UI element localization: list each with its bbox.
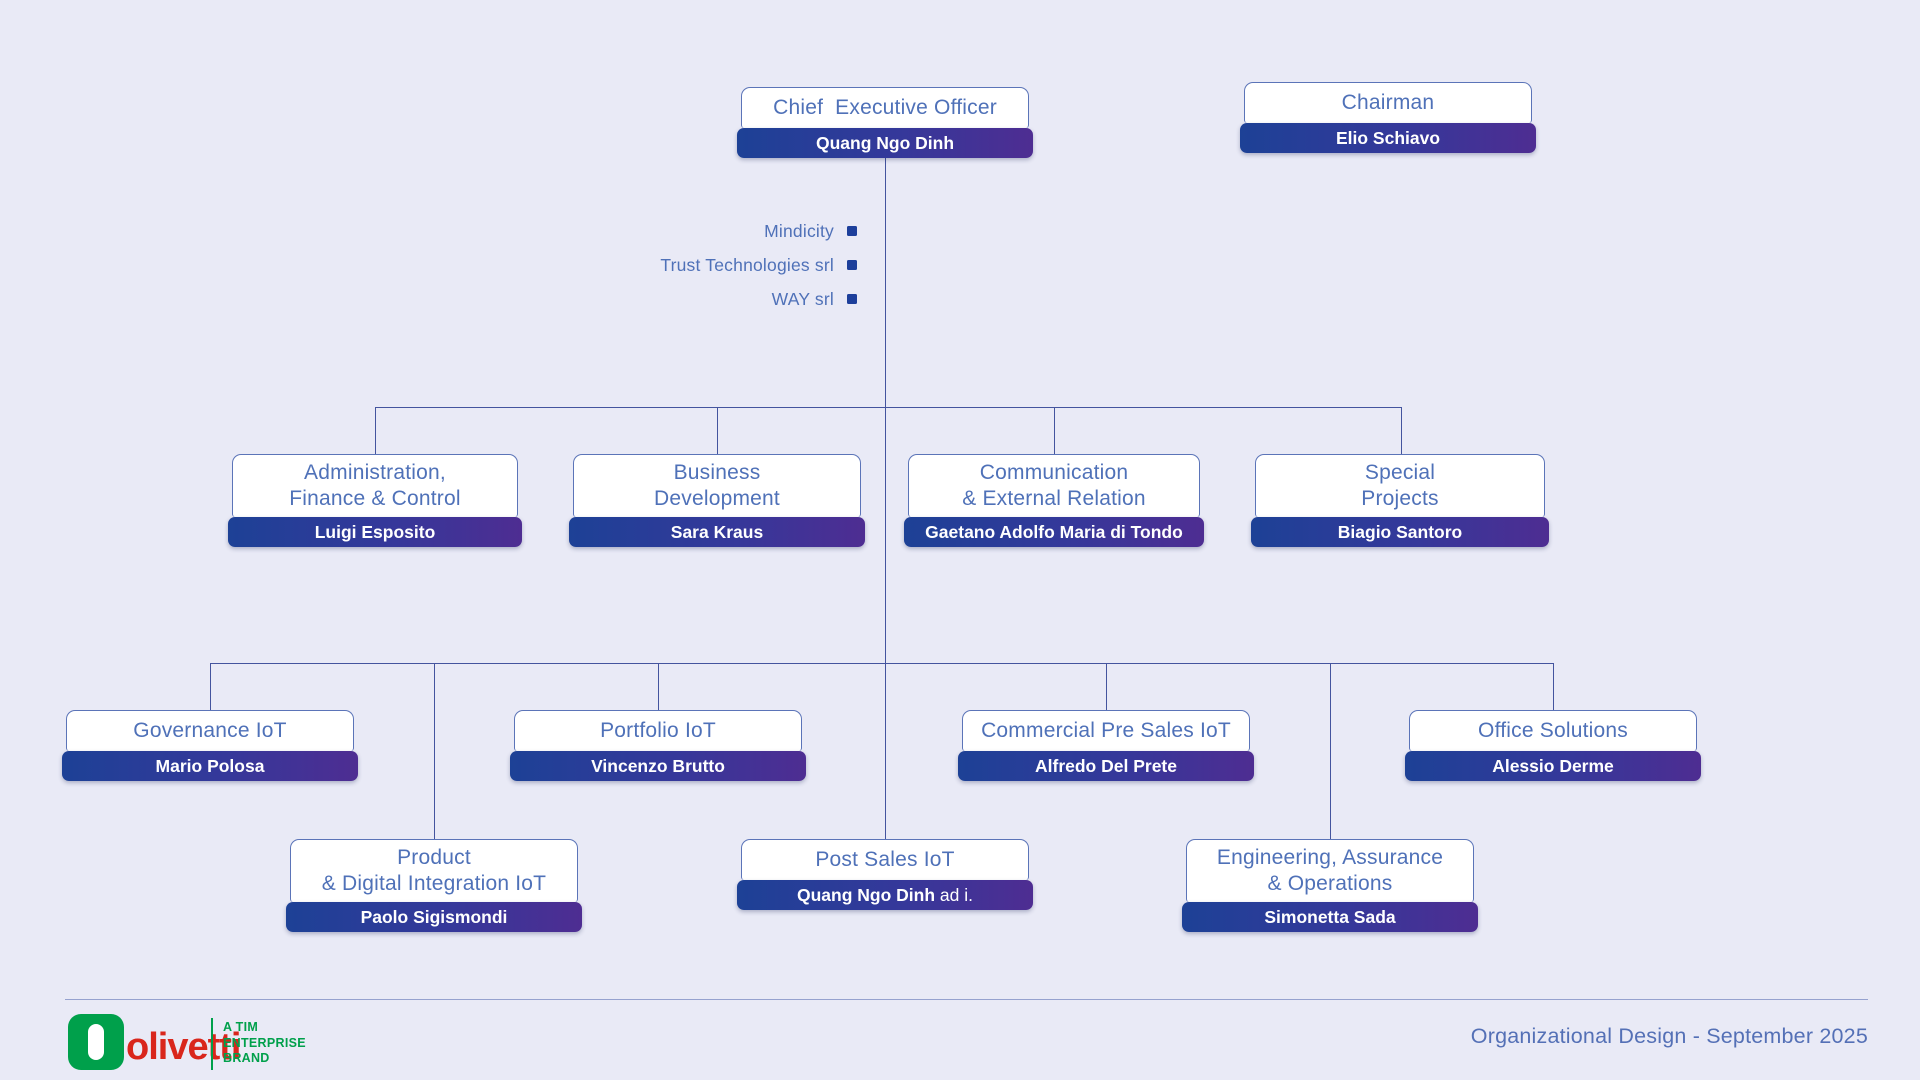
org-node-title: Engineering, Assurance & Operations (1186, 839, 1474, 902)
org-node-name: Quang Ngo Dinh (737, 128, 1033, 158)
org-node-title: Business Development (573, 454, 861, 517)
org-node-ceo: Chief Executive Officer Quang Ngo Dinh (737, 87, 1033, 158)
org-node-admin-finance-control: Administration, Finance & Control Luigi … (228, 454, 522, 547)
org-node-title: Commercial Pre Sales IoT (962, 710, 1250, 751)
olivetti-logotype: olivetti (126, 1026, 241, 1068)
org-node-title: Communication & External Relation (908, 454, 1200, 517)
brand-tagline: A TIM ENTERPRISE BRAND (223, 1020, 306, 1065)
org-node-governance-iot: Governance IoT Mario Polosa (62, 710, 358, 781)
connector-drop-admin (375, 407, 376, 454)
subsidiaries-list: Mindicity Trust Technologies srl WAY srl (437, 214, 857, 316)
org-node-name: Biagio Santoro (1251, 517, 1549, 547)
org-node-title: Chairman (1244, 82, 1532, 123)
org-node-name: Luigi Esposito (228, 517, 522, 547)
org-node-title: Governance IoT (66, 710, 354, 751)
org-node-portfolio-iot: Portfolio IoT Vincenzo Brutto (510, 710, 806, 781)
org-node-communication-external-relation: Communication & External Relation Gaetan… (904, 454, 1204, 547)
subsidiary-label: Trust Technologies srl (660, 254, 834, 275)
org-node-name: Alfredo Del Prete (958, 751, 1254, 781)
org-node-name-text: Quang Ngo Dinh (797, 884, 936, 905)
connector-drop-product (434, 663, 435, 839)
connector-ceo-trunk (885, 158, 886, 839)
org-node-commercial-pre-sales-iot: Commercial Pre Sales IoT Alfredo Del Pre… (958, 710, 1254, 781)
footer-note: Organizational Design - September 2025 (1470, 1024, 1868, 1048)
org-node-name: Sara Kraus (569, 517, 865, 547)
org-node-name-suffix: ad i. (935, 884, 973, 905)
org-node-name: Gaetano Adolfo Maria di Tondo (904, 517, 1204, 547)
org-node-title: Special Projects (1255, 454, 1545, 517)
org-node-name: Simonetta Sada (1182, 902, 1478, 932)
org-node-chairman: Chairman Elio Schiavo (1240, 82, 1536, 153)
connector-drop-office (1553, 663, 1554, 710)
connector-row3-horizontal (210, 663, 1553, 664)
connector-drop-bizdev (717, 407, 718, 454)
org-node-business-development: Business Development Sara Kraus (569, 454, 865, 547)
org-node-name: Quang Ngo Dinh ad i. (737, 880, 1033, 910)
org-node-name: Alessio Derme (1405, 751, 1701, 781)
bullet-square-icon (847, 294, 857, 304)
org-node-title: Post Sales IoT (741, 839, 1029, 880)
org-node-title: Product & Digital Integration IoT (290, 839, 578, 902)
logo-divider (211, 1018, 213, 1070)
org-node-name: Mario Polosa (62, 751, 358, 781)
bullet-square-icon (847, 226, 857, 236)
org-node-product-digital-integration-iot: Product & Digital Integration IoT Paolo … (286, 839, 582, 932)
list-item: Trust Technologies srl (437, 248, 857, 282)
connector-drop-engineering (1330, 663, 1331, 839)
org-node-name: Vincenzo Brutto (510, 751, 806, 781)
org-node-special-projects: Special Projects Biagio Santoro (1251, 454, 1549, 547)
bullet-square-icon (847, 260, 857, 270)
org-node-title: Administration, Finance & Control (232, 454, 518, 517)
org-node-office-solutions: Office Solutions Alessio Derme (1405, 710, 1701, 781)
org-node-name: Paolo Sigismondi (286, 902, 582, 932)
connector-drop-presales (1106, 663, 1107, 710)
subsidiary-label: WAY srl (771, 288, 834, 309)
org-node-post-sales-iot: Post Sales IoT Quang Ngo Dinh ad i. (737, 839, 1033, 910)
connector-drop-comm (1054, 407, 1055, 454)
org-node-engineering-assurance-operations: Engineering, Assurance & Operations Simo… (1182, 839, 1478, 932)
olivetti-logo-slot (88, 1024, 104, 1060)
connector-drop-governance (210, 663, 211, 710)
subsidiary-label: Mindicity (764, 220, 834, 241)
connector-row2-horizontal (375, 407, 1401, 408)
org-node-name: Elio Schiavo (1240, 123, 1536, 153)
olivetti-logo-icon (68, 1014, 124, 1070)
org-node-title: Office Solutions (1409, 710, 1697, 751)
org-node-title: Chief Executive Officer (741, 87, 1029, 128)
list-item: Mindicity (437, 214, 857, 248)
org-node-title: Portfolio IoT (514, 710, 802, 751)
footer-separator (65, 999, 1868, 1000)
connector-drop-special (1401, 407, 1402, 454)
list-item: WAY srl (437, 282, 857, 316)
connector-drop-portfolio (658, 663, 659, 710)
